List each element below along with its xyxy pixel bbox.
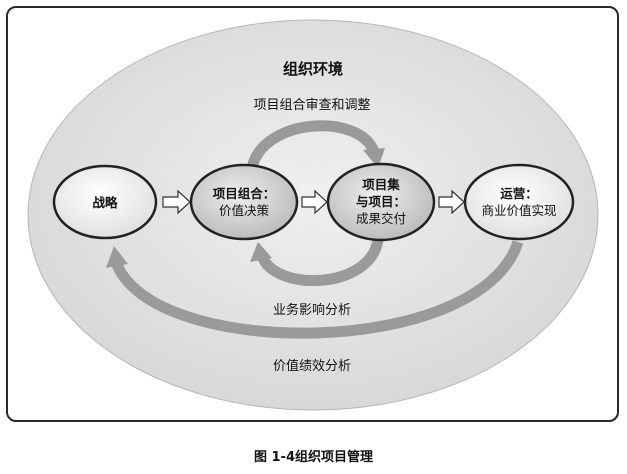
program-label-line3: 成果交付 xyxy=(355,211,406,226)
program-label: 项目集 与项目： 成果交付 xyxy=(331,176,431,227)
arrow-program-to-operations xyxy=(438,189,465,215)
feedback-middle-label: 业务影响分析 xyxy=(272,303,351,318)
program-label-line2: 与项目： xyxy=(355,194,406,209)
middle-loop-arrowhead xyxy=(250,242,272,262)
arrow-strategy-to-portfolio xyxy=(162,189,191,215)
feedback-bottom-label: 价值绩效分析 xyxy=(272,359,351,374)
bottom-loop-arc xyxy=(110,240,524,339)
portfolio-node xyxy=(189,163,299,241)
strategy-label-text: 战略 xyxy=(92,195,118,210)
operations-node xyxy=(463,163,575,241)
strategy-label: 战略 xyxy=(65,194,145,211)
portfolio-label: 项目组合： 价值决策 xyxy=(194,185,294,219)
program-node xyxy=(326,162,436,242)
strategy-node xyxy=(52,164,158,240)
operations-label-line2: 商业价值实现 xyxy=(481,203,557,218)
top-loop-arc xyxy=(246,120,380,170)
operations-label: 运营： 商业价值实现 xyxy=(469,185,569,219)
operations-label-line1: 运营： xyxy=(500,186,538,201)
arrow-portfolio-to-program xyxy=(301,189,328,215)
figure-caption: 图 1-4组织项目管理 xyxy=(253,450,373,465)
middle-loop-arc xyxy=(256,238,384,287)
bottom-loop-arrowhead xyxy=(106,246,128,268)
environment-title: 组织环境 xyxy=(282,60,343,78)
portfolio-label-line1: 项目组合： xyxy=(212,186,276,201)
program-label-line1: 项目集 xyxy=(362,177,400,192)
portfolio-label-line2: 价值决策 xyxy=(218,203,269,218)
feedback-top-label: 项目组合审查和调整 xyxy=(253,98,371,113)
